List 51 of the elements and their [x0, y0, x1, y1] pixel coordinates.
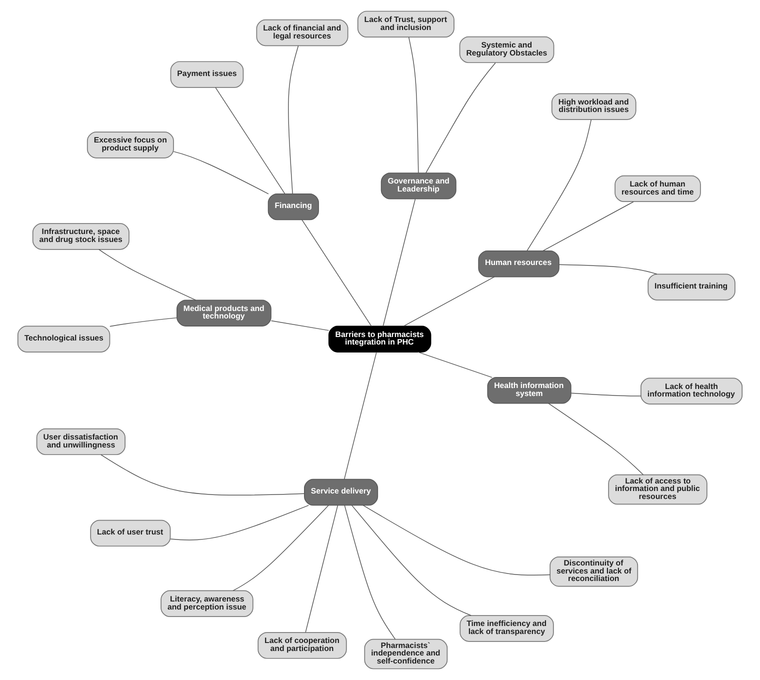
node-box: Lack of user trust: [90, 520, 171, 547]
connector: [542, 201, 634, 252]
node-box: Insufficient training: [648, 274, 736, 300]
node-box: Medical products and technology: [176, 300, 272, 326]
node-box: Governance and Leadership: [380, 172, 456, 200]
connector: [558, 264, 658, 274]
connector: [173, 151, 269, 194]
connector: [362, 504, 550, 576]
node-box: Excessive focus on product supply: [86, 132, 174, 158]
connector: [548, 402, 644, 476]
node-box: Lack of human resources and time: [614, 175, 701, 202]
connector: [215, 87, 286, 194]
node-box: Financing: [268, 193, 319, 220]
connector: [232, 504, 329, 592]
connector: [344, 504, 396, 640]
node-box: Infrastructure, space and drug stock issues: [32, 223, 130, 250]
connector: [110, 317, 178, 327]
node-box: Literacy, awareness and perception issue: [160, 590, 254, 617]
connector: [302, 219, 372, 327]
connector: [344, 352, 377, 480]
node-box: Human resources: [478, 250, 560, 278]
connector: [100, 454, 305, 496]
connector: [403, 276, 495, 326]
connector: [382, 198, 416, 326]
connector: [570, 392, 642, 396]
node-box: Technological issues: [17, 326, 110, 352]
connector: [426, 62, 496, 174]
connector: [170, 504, 309, 540]
connector: [270, 320, 330, 331]
node-box: Pharmacists` independence and self-confidence: [364, 638, 448, 670]
node-box: Health information system: [487, 377, 572, 404]
connector: [305, 504, 338, 633]
node-box: Lack of financial and legal resources: [256, 19, 348, 46]
connector: [98, 249, 196, 300]
node-box: Lack of access to information and public resources: [608, 474, 708, 505]
node-box: Barriers to pharmacists integration in PHC: [328, 326, 432, 352]
node-box: Systemic and Regulatory Obstacles: [459, 36, 554, 64]
connector: [288, 45, 299, 194]
connector: [351, 504, 472, 616]
connector: [418, 352, 492, 378]
connector: [526, 119, 592, 252]
node-box: Lack of cooperation and participation: [258, 632, 347, 659]
node-box: Lack of Trust, support and inclusion: [357, 10, 454, 38]
connector: [408, 36, 419, 174]
node-box: Payment issues: [170, 61, 244, 88]
node-box: High workload and distribution issues: [551, 93, 636, 120]
node-box: Time inefficiency and lack of transparency: [460, 615, 554, 642]
node-box: Service delivery: [304, 478, 378, 506]
node-box: User dissatisfaction and unwillingness: [36, 428, 126, 456]
node-box: Discontinuity of services and lack of reconciliation: [550, 556, 638, 587]
node-box: Lack of health information technology: [640, 378, 743, 404]
